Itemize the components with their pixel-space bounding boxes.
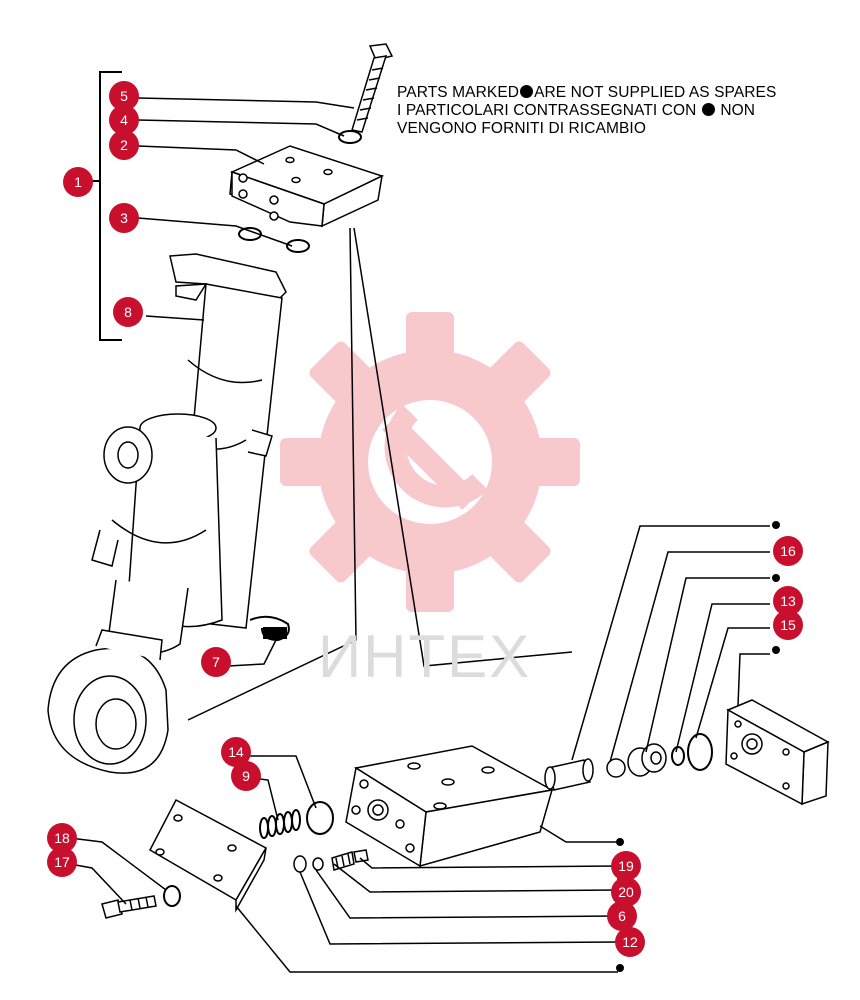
label-18: 18 <box>47 823 77 853</box>
label-19: 19 <box>611 851 641 881</box>
note-line-1: PARTS MARKED ARE NOT SUPPLIED AS SPARES <box>397 84 776 102</box>
black-dot-icon <box>616 838 624 846</box>
label-5: 5 <box>109 81 139 111</box>
svg-text:20: 20 <box>618 884 634 900</box>
ball-part <box>606 758 626 778</box>
svg-text:7: 7 <box>212 654 220 670</box>
black-dot-icon <box>520 85 534 98</box>
bolt-part-17 <box>101 895 157 919</box>
label-3: 3 <box>109 203 139 233</box>
black-dot-icon <box>772 574 780 582</box>
oring-part-3a <box>238 227 262 241</box>
seat-part-13 <box>627 743 667 777</box>
svg-text:18: 18 <box>54 830 70 846</box>
washer-part-18 <box>163 885 181 907</box>
cylinder-part-8 <box>91 253 287 654</box>
black-dot-icon <box>701 103 715 116</box>
small-parts-group <box>293 849 369 873</box>
oring-part-14 <box>306 801 334 835</box>
label-1: 1 <box>63 167 93 197</box>
note-line-3: VENGONO FORNITI DI RICAMBIO <box>397 120 646 137</box>
end-plate <box>149 798 268 913</box>
sleeve-part-16 <box>544 758 594 791</box>
label-14: 14 <box>221 737 251 767</box>
svg-text:9: 9 <box>242 768 250 784</box>
washer-part-4 <box>338 130 362 144</box>
label-2: 2 <box>109 130 139 160</box>
spares-note: PARTS MARKED ARE NOT SUPPLIED AS SPARES I… <box>397 84 776 138</box>
cylinder-eye-end <box>47 629 169 774</box>
oring-part-15 <box>687 733 713 771</box>
label-15: 15 <box>773 610 803 640</box>
label-8: 8 <box>113 297 143 327</box>
main-valve-body <box>345 745 555 868</box>
label-16: 16 <box>773 536 803 566</box>
label-17: 17 <box>47 847 77 877</box>
svg-text:17: 17 <box>54 854 70 870</box>
valve-block-part-2 <box>229 145 385 228</box>
svg-text:4: 4 <box>120 112 128 128</box>
oring-part-small <box>671 746 685 766</box>
bolt-part-5 <box>351 43 394 133</box>
svg-text:5: 5 <box>120 88 128 104</box>
label-7: 7 <box>201 647 231 677</box>
svg-text:16: 16 <box>780 543 796 559</box>
note-line-2: I PARTICOLARI CONTRASSEGNATI CON NON <box>397 102 776 120</box>
svg-text:6: 6 <box>618 908 626 924</box>
spring-part-9 <box>259 809 301 839</box>
label-20: 20 <box>611 877 641 907</box>
note-line-2-end: NON <box>720 102 756 119</box>
part-labels: 5 4 2 1 3 8 7 14 9 18 17 16 13 15 19 20 … <box>47 81 803 957</box>
label-9: 9 <box>231 761 261 791</box>
watermark-logo <box>280 312 580 612</box>
svg-text:19: 19 <box>618 858 634 874</box>
black-dot-icon <box>616 964 624 972</box>
svg-text:8: 8 <box>124 304 132 320</box>
side-plate <box>725 699 830 806</box>
svg-text:2: 2 <box>120 137 128 153</box>
note-line-1-start: PARTS MARKED <box>397 84 520 101</box>
leader-lines <box>69 97 770 973</box>
label-4: 4 <box>109 105 139 135</box>
label-12: 12 <box>615 927 645 957</box>
svg-text:14: 14 <box>228 744 244 760</box>
black-dot-icon <box>772 646 780 654</box>
clip-part-7 <box>249 615 290 642</box>
oring-part-3b <box>286 239 310 253</box>
note-line-1-end: ARE NOT SUPPLIED AS SPARES <box>534 84 777 101</box>
svg-text:1: 1 <box>74 174 82 190</box>
svg-text:15: 15 <box>780 617 796 633</box>
svg-text:3: 3 <box>120 210 128 226</box>
svg-text:12: 12 <box>622 934 638 950</box>
explode-lines <box>187 227 573 721</box>
label-13: 13 <box>773 586 803 616</box>
black-dot-icon <box>772 521 780 529</box>
note-line-2-start: I PARTICOLARI CONTRASSEGNATI CON <box>397 102 697 119</box>
watermark-text: ИНТЕХ <box>318 623 532 690</box>
svg-text:13: 13 <box>780 593 796 609</box>
label-6: 6 <box>607 901 637 931</box>
